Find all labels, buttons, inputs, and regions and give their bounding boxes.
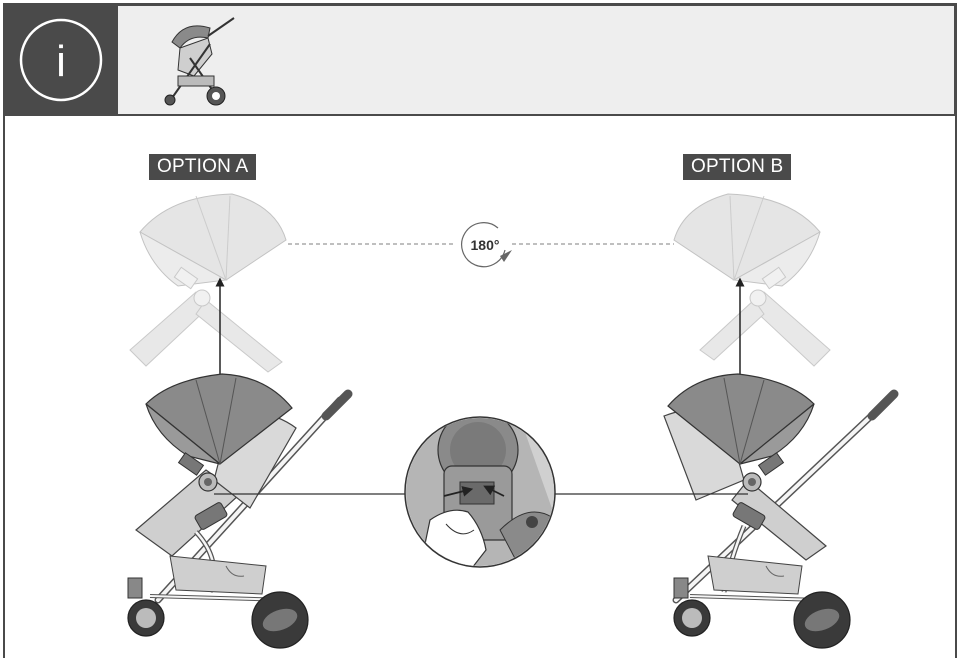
- option-b-canopy-removed: [673, 193, 831, 367]
- option-a-label: OPTION A: [149, 154, 257, 180]
- option-b-label: OPTION B: [683, 154, 792, 180]
- stroller-thumbnail-icon: [164, 17, 235, 106]
- rotation-label: 180°: [471, 237, 500, 253]
- option-a-stroller: [127, 373, 353, 649]
- info-panel: [4, 4, 118, 116]
- option-a-canopy-removed: [129, 193, 287, 373]
- info-symbol: i: [56, 37, 66, 86]
- option-b-stroller: [663, 373, 899, 649]
- rotate-arrow-icon: [461, 222, 512, 268]
- release-button-detail: [404, 416, 556, 568]
- header-bar: [118, 4, 956, 116]
- info-icon: i: [19, 18, 103, 102]
